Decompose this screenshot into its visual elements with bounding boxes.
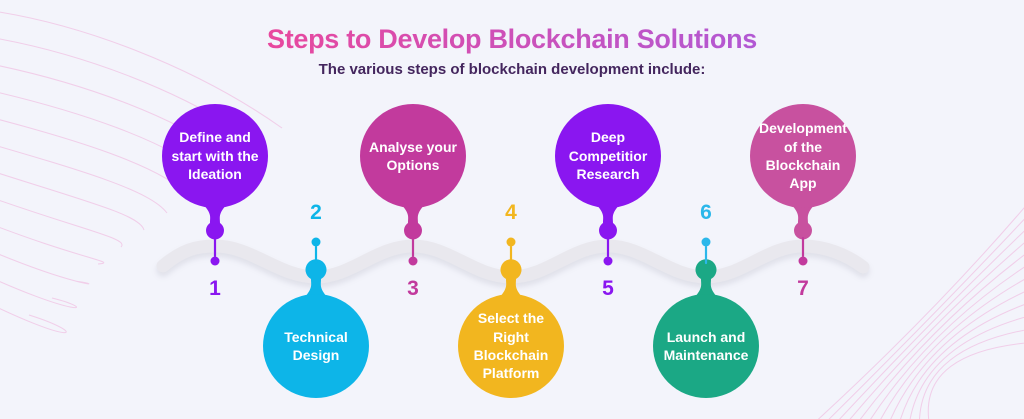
decorative-line-top-left bbox=[0, 308, 67, 334]
page-title: Steps to Develop Blockchain Solutions bbox=[0, 24, 1024, 55]
step-tail-2 bbox=[304, 259, 328, 298]
decorative-line-top-left bbox=[0, 173, 145, 231]
step-balloon-3: Analyse your Options bbox=[360, 104, 466, 208]
step-tail-3 bbox=[401, 204, 425, 240]
decorative-line-top-left bbox=[0, 227, 105, 265]
step-balloon-2: Technical Design bbox=[263, 294, 369, 398]
decorative-line-top-left bbox=[0, 11, 283, 129]
step-number-2: 2 bbox=[310, 201, 322, 224]
decorative-line-bottom-right bbox=[890, 291, 1024, 419]
step-tail-5 bbox=[596, 204, 620, 240]
step-dot-4 bbox=[506, 237, 516, 247]
step-dot-1 bbox=[210, 256, 220, 266]
decorative-line-top-left bbox=[0, 281, 77, 309]
step-balloon-7: Development of the Blockchain App bbox=[750, 104, 856, 208]
step-number-3: 3 bbox=[407, 277, 419, 300]
step-number-4: 4 bbox=[505, 201, 517, 224]
step-label-6: Launch and Maintenance bbox=[663, 328, 749, 363]
step-label-7: Development of the Blockchain App bbox=[759, 120, 847, 192]
decorative-line-bottom-right bbox=[839, 230, 1024, 419]
step-tail-7 bbox=[791, 204, 815, 240]
step-tail-4 bbox=[499, 259, 523, 298]
decorative-line-bottom-right bbox=[849, 242, 1024, 419]
decorative-line-top-left bbox=[0, 254, 90, 285]
step-balloon-6: Launch and Maintenance bbox=[653, 294, 759, 398]
step-number-5: 5 bbox=[602, 277, 614, 300]
step-tail-6 bbox=[694, 259, 718, 298]
step-label-3: Analyse your Options bbox=[369, 138, 457, 173]
decorative-line-bottom-right bbox=[909, 316, 1024, 419]
step-number-1: 1 bbox=[209, 277, 221, 300]
decorative-line-bottom-right bbox=[870, 266, 1024, 419]
step-label-2: Technical Design bbox=[284, 328, 348, 363]
decorative-line-bottom-right bbox=[900, 304, 1024, 419]
decorative-line-top-left bbox=[0, 146, 168, 214]
step-number-7: 7 bbox=[797, 277, 809, 300]
step-dot-5 bbox=[603, 256, 613, 266]
decorative-line-top-left bbox=[0, 200, 123, 248]
step-dot-7 bbox=[798, 256, 808, 266]
decorative-line-bottom-right bbox=[880, 279, 1024, 419]
page-subtitle: The various steps of blockchain developm… bbox=[318, 61, 706, 78]
step-balloon-5: Deep Competitior Research bbox=[555, 104, 661, 208]
decorative-line-bottom-right bbox=[828, 218, 1024, 419]
step-number-6: 6 bbox=[700, 201, 712, 224]
step-balloon-4: Select the Right Blockchain Platform bbox=[458, 294, 564, 398]
decorative-line-bottom-right bbox=[859, 254, 1024, 419]
step-label-1: Define and start with the Ideation bbox=[171, 129, 259, 183]
decorative-line-bottom-right bbox=[927, 342, 1024, 419]
step-dot-6 bbox=[701, 237, 711, 247]
step-balloon-1: Define and start with the Ideation bbox=[162, 104, 268, 208]
step-dot-2 bbox=[311, 237, 321, 247]
step-label-5: Deep Competitior Research bbox=[568, 129, 648, 183]
step-tail-1 bbox=[203, 204, 227, 240]
step-label-4: Select the Right Blockchain Platform bbox=[473, 310, 549, 382]
decorative-line-bottom-right bbox=[817, 207, 1024, 419]
decorative-line-bottom-right bbox=[919, 329, 1024, 419]
step-dot-3 bbox=[408, 256, 418, 266]
